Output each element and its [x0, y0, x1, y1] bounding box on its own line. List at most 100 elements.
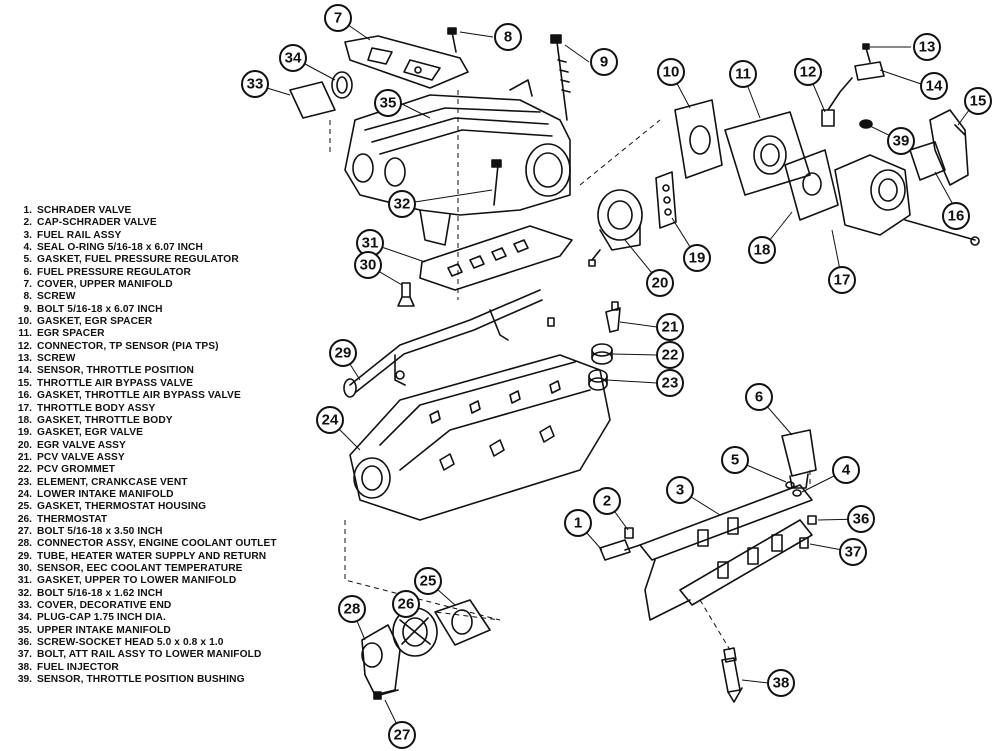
- legend-number: 20.: [17, 439, 32, 451]
- callout-20: 20: [652, 275, 669, 292]
- legend-number: 3.: [23, 229, 33, 241]
- legend-text: SCREW: [37, 353, 76, 365]
- legend-text: GASKET, EGR SPACER: [37, 316, 153, 328]
- legend-text: BOLT 5/16-18 x 6.07 INCH: [37, 303, 163, 315]
- bolt-27: [373, 689, 399, 700]
- egr-spacer: [724, 111, 811, 196]
- callout-3: 3: [676, 482, 684, 499]
- callout-6: 6: [755, 389, 763, 406]
- callout-18: 18: [754, 242, 771, 259]
- legend-text: SENSOR, EEC COOLANT TEMPERATURE: [37, 562, 243, 574]
- legend-text: FUEL INJECTOR: [37, 661, 119, 673]
- legend-text: FUEL RAIL ASSY: [37, 229, 122, 241]
- throttle-body: [834, 154, 980, 246]
- legend-text: SCREW: [37, 291, 76, 303]
- legend-number: 34.: [17, 612, 32, 624]
- legend-item: 12.CONNECTOR, TP SENSOR (PIA TPS): [6, 341, 316, 353]
- crankcase-vent: [588, 369, 608, 391]
- legend-item: 3. FUEL RAIL ASSY: [6, 230, 316, 242]
- callout-27: 27: [394, 727, 411, 744]
- egr-valve-gasket: [655, 171, 677, 229]
- callout-25: 25: [420, 573, 437, 590]
- legend-text: SCREW-SOCKET HEAD 5.0 x 0.8 x 1.0: [37, 637, 224, 649]
- legend-text: ELEMENT, CRANKCASE VENT: [37, 476, 188, 488]
- bolt-32: [491, 159, 502, 206]
- schrader-valve: [599, 539, 631, 561]
- legend-text: THROTTLE AIR BYPASS VALVE: [37, 377, 194, 389]
- legend-number: 32.: [17, 587, 32, 599]
- callout-7: 7: [334, 10, 342, 27]
- schrader-cap: [624, 527, 634, 539]
- socket-screw: [807, 515, 817, 525]
- legend-item: 5.GASKET, FUEL PRESSURE REGULATOR: [6, 254, 316, 266]
- heater-tube: [343, 289, 555, 398]
- legend-number: 6.: [23, 266, 33, 278]
- legend-text: EGR VALVE ASSY: [37, 439, 126, 451]
- callout-33: 33: [247, 76, 264, 93]
- legend-number: 25.: [17, 501, 32, 513]
- legend-item: 29.TUBE, HEATER WATER SUPPLY AND RETURN: [6, 551, 316, 563]
- callout-32: 32: [394, 196, 411, 213]
- legend-number: 1.: [23, 205, 33, 216]
- upper-manifold-cover: [344, 35, 469, 89]
- callout-19: 19: [689, 250, 706, 267]
- legend-number: 16.: [17, 390, 32, 402]
- egr-valve: [588, 189, 643, 267]
- o-ring-seal: [792, 489, 802, 497]
- legend-number: 36.: [17, 637, 32, 649]
- legend-item: 27.BOLT 5/16-18 x 3.50 INCH: [6, 526, 316, 538]
- legend-text: EGR SPACER: [37, 328, 105, 340]
- decorative-end-cover: [289, 81, 336, 119]
- callout-29: 29: [335, 345, 352, 362]
- legend-item: 26.THERMOSTAT: [6, 514, 316, 526]
- callout-14: 14: [926, 78, 943, 95]
- legend-item: 24. LOWER INTAKE MANIFOLD: [6, 489, 316, 501]
- legend-number: 28.: [17, 538, 32, 550]
- legend-number: 24.: [17, 488, 32, 500]
- legend-item: 6.FUEL PRESSURE REGULATOR: [6, 267, 316, 279]
- callout-16: 16: [948, 208, 965, 225]
- legend-number: 27.: [17, 525, 32, 537]
- callout-35: 35: [380, 95, 397, 112]
- tps-bushing: [859, 119, 873, 129]
- bypass-valve-gasket: [909, 141, 946, 181]
- legend-item: 10. GASKET, EGR SPACER: [6, 316, 316, 328]
- throttle-position-sensor: [854, 61, 885, 81]
- pcv-grommet: [591, 343, 613, 365]
- legend-item: 11.EGR SPACER: [6, 328, 316, 340]
- legend-text: THROTTLE BODY ASSY: [37, 402, 156, 414]
- legend-number: 37.: [17, 649, 32, 661]
- callout-28: 28: [344, 601, 361, 618]
- legend-item: 37.BOLT, ATT RAIL ASSY TO LOWER MANIFOLD: [6, 649, 316, 661]
- legend-text: PCV GROMMET: [37, 464, 116, 476]
- legend-item: 19.GASKET, EGR VALVE: [6, 427, 316, 439]
- legend-item: 21.PCV VALVE ASSY: [6, 452, 316, 464]
- legend-item: 25.GASKET, THERMOSTAT HOUSING: [6, 501, 316, 513]
- callout-8: 8: [504, 29, 512, 46]
- legend-number: 10.: [17, 316, 32, 328]
- callout-23: 23: [662, 375, 679, 392]
- legend-text: SEAL O-RING 5/16-18 x 6.07 INCH: [37, 242, 203, 254]
- legend-number: 7.: [23, 279, 33, 291]
- callout-9: 9: [600, 54, 608, 71]
- callout-12: 12: [800, 64, 817, 81]
- legend-item: 17.THROTTLE BODY ASSY: [6, 403, 316, 415]
- pcv-valve: [605, 301, 621, 333]
- legend-item: 34.PLUG-CAP 1.75 INCH DIA.: [6, 612, 316, 624]
- legend-text: LOWER INTAKE MANIFOLD: [37, 488, 174, 500]
- legend-text: SCHRADER VALVE: [37, 205, 132, 216]
- legend-number: 23.: [17, 476, 32, 488]
- thermostat-gasket: [434, 599, 491, 646]
- legend-item: 18.GASKET, THROTTLE BODY: [6, 415, 316, 427]
- legend-item: 2.CAP-SCHRADER VALVE: [6, 217, 316, 229]
- legend-item: 7.COVER, UPPER MANIFOLD: [6, 279, 316, 291]
- egr-spacer-gasket: [674, 99, 723, 179]
- throttle-air-bypass-valve: [929, 109, 969, 186]
- callout-39: 39: [893, 133, 910, 150]
- legend-item: 32.BOLT 5/16-18 x 1.62 INCH: [6, 588, 316, 600]
- legend-number: 19.: [17, 427, 32, 439]
- upper-lower-gasket: [419, 225, 573, 291]
- legend-number: 14.: [17, 365, 32, 377]
- screw-8: [447, 27, 457, 53]
- legend-item: 20. EGR VALVE ASSY: [6, 440, 316, 452]
